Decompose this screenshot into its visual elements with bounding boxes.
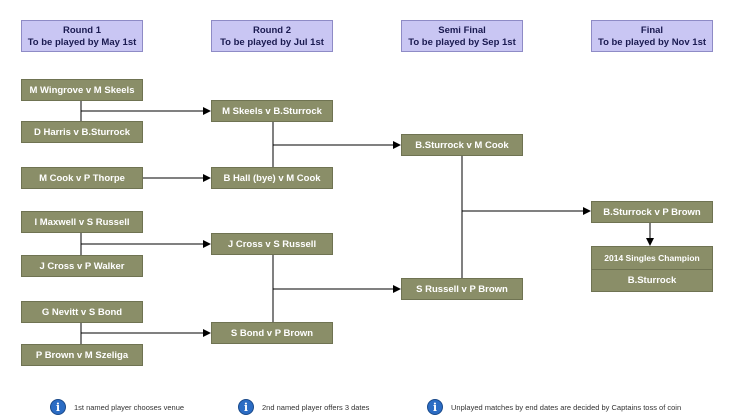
round-title: Final: [640, 25, 664, 36]
legend-item-unplayed: i Unplayed matches by end dates are deci…: [427, 398, 681, 416]
round-title: Round 1: [63, 25, 101, 36]
legend-text: 2nd named player offers 3 dates: [262, 402, 370, 412]
champion-name: B.Sturrock: [627, 274, 677, 286]
match-r1-1: M Wingrove v M Skeels: [21, 79, 143, 101]
info-icon: i: [427, 399, 443, 415]
match-r1-3: M Cook v P Thorpe: [21, 167, 143, 189]
match-r1-7: P Brown v M Szeliga: [21, 344, 143, 366]
info-icon: i: [238, 399, 254, 415]
match-r1-4: I Maxwell v S Russell: [21, 211, 143, 233]
champion-title: 2014 Singles Champion: [592, 247, 712, 270]
legend-text: Unplayed matches by end dates are decide…: [451, 402, 682, 412]
round-deadline: To be played by Jul 1st: [220, 37, 324, 48]
match-final: B.Sturrock v P Brown: [591, 201, 713, 223]
match-r2-2: B Hall (bye) v M Cook: [211, 167, 333, 189]
round-header-1: Round 1 To be played by May 1st: [21, 20, 143, 52]
round-header-2: Round 2 To be played by Jul 1st: [211, 20, 333, 52]
legend-item-dates: i 2nd named player offers 3 dates: [238, 398, 369, 416]
round-deadline: To be played by May 1st: [27, 37, 137, 48]
match-semi-1: B.Sturrock v M Cook: [401, 134, 523, 156]
match-r1-6: G Nevitt v S Bond: [21, 301, 143, 323]
round-header-semi: Semi Final To be played by Sep 1st: [401, 20, 523, 52]
match-semi-2: S Russell v P Brown: [401, 278, 523, 300]
info-icon: i: [50, 399, 66, 415]
legend-text: 1st named player chooses venue: [74, 402, 185, 412]
match-r1-5: J Cross v P Walker: [21, 255, 143, 277]
round-deadline: To be played by Sep 1st: [408, 37, 516, 48]
legend-item-venue: i 1st named player chooses venue: [50, 398, 184, 416]
round-header-final: Final To be played by Nov 1st: [591, 20, 713, 52]
round-title: Round 2: [253, 25, 291, 36]
champion-box: 2014 Singles Champion B.Sturrock: [591, 246, 713, 292]
match-r2-3: J Cross v S Russell: [211, 233, 333, 255]
round-deadline: To be played by Nov 1st: [597, 37, 707, 48]
match-r1-2: D Harris v B.Sturrock: [21, 121, 143, 143]
match-r2-1: M Skeels v B.Sturrock: [211, 100, 333, 122]
match-r2-4: S Bond v P Brown: [211, 322, 333, 344]
round-title: Semi Final: [438, 25, 486, 36]
